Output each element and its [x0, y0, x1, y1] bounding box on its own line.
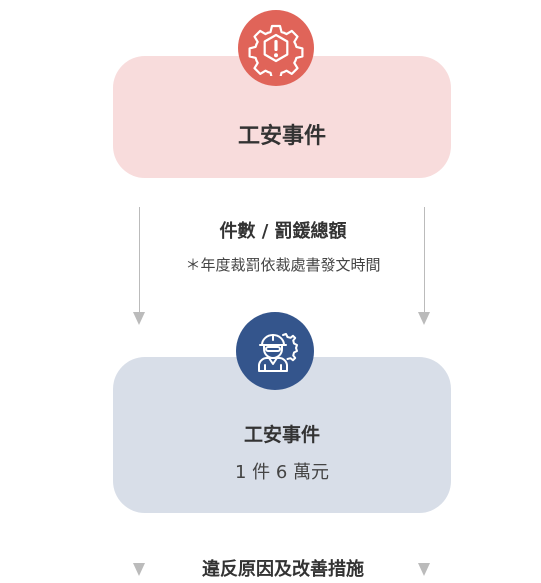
bottom-node-value: 1 件 6 萬元 — [234, 462, 330, 483]
right-arrow-head — [418, 312, 430, 325]
flow-label-main: 件數 / 罰鍰總額 — [219, 221, 347, 242]
left-arrow-head — [133, 312, 145, 325]
bottom-node-title: 工安事件 — [243, 424, 320, 446]
next-step-label: 違反原因及改善措施 — [202, 559, 364, 580]
next-left-arrow-head — [133, 563, 145, 576]
right-arrow-line — [424, 207, 425, 313]
flow-label-note: ＊年度裁罰依裁處書發文時間 — [185, 256, 381, 274]
top-node-title: 工安事件 — [237, 124, 326, 149]
left-arrow-line — [139, 207, 140, 313]
construction-worker-icon — [236, 312, 314, 390]
gear-warning-icon — [238, 10, 314, 86]
next-right-arrow-head — [418, 563, 430, 576]
